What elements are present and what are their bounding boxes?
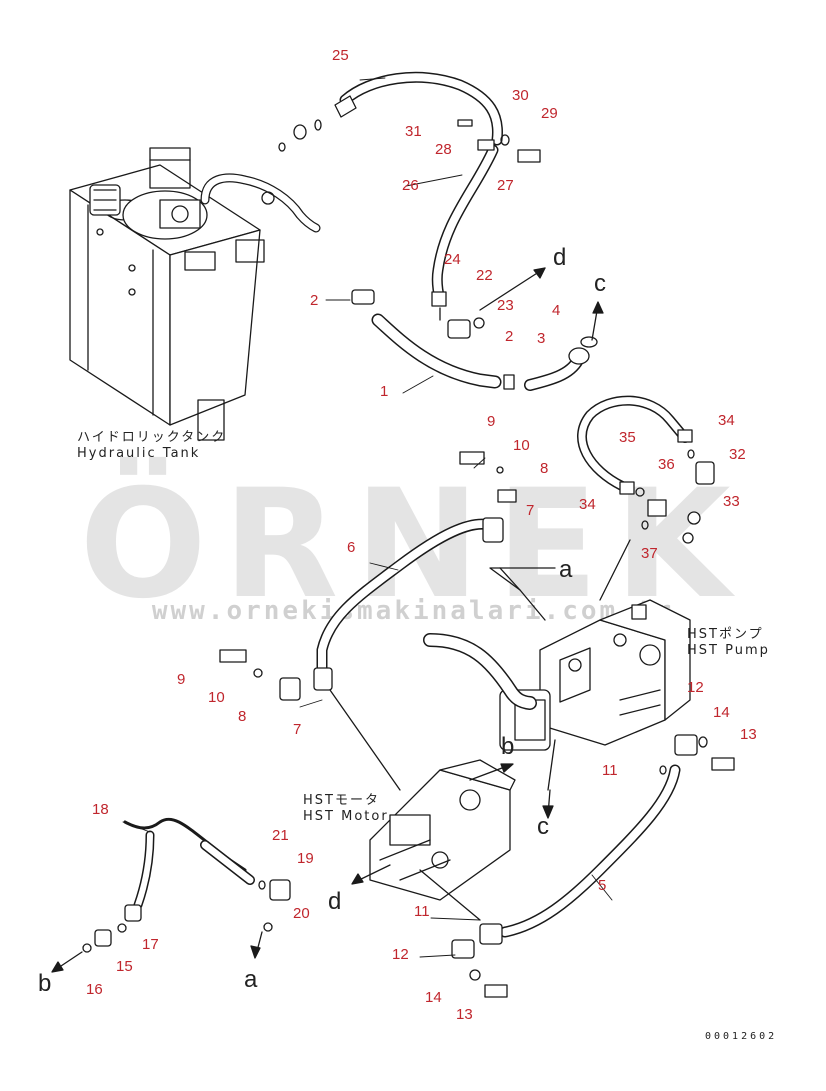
callout-1: 1 bbox=[380, 383, 389, 400]
callout-14-pump: 14 bbox=[713, 704, 730, 721]
callout-13-pump: 13 bbox=[740, 726, 757, 743]
callout-11-motor: 11 bbox=[414, 903, 430, 920]
elbow-3 bbox=[524, 336, 598, 391]
tank-label-en: Hydraulic Tank bbox=[77, 445, 201, 461]
callout-37: 37 bbox=[641, 545, 658, 562]
callout-20: 20 bbox=[293, 905, 310, 922]
callout-10-left: 10 bbox=[208, 689, 225, 706]
callout-28: 28 bbox=[435, 141, 452, 158]
callout-29: 29 bbox=[541, 105, 558, 122]
callout-18: 18 bbox=[92, 801, 109, 818]
callout-4: 4 bbox=[552, 302, 561, 319]
hst-motor bbox=[329, 689, 556, 921]
hose-6 bbox=[219, 451, 517, 701]
callout-13-motor: 13 bbox=[456, 1006, 473, 1023]
callout-22: 22 bbox=[476, 267, 493, 284]
callout-12-pump: 12 bbox=[687, 679, 704, 696]
hose-18 bbox=[82, 817, 291, 953]
callout-15: 15 bbox=[116, 958, 133, 975]
callout-33: 33 bbox=[723, 493, 740, 510]
callout-23: 23 bbox=[497, 297, 514, 314]
callout-2-top: 2 bbox=[310, 292, 319, 309]
hst-pump bbox=[423, 539, 691, 751]
callout-17: 17 bbox=[142, 936, 159, 953]
callout-7-left: 7 bbox=[293, 721, 302, 738]
motor-label: HSTモータ HST Motor bbox=[303, 793, 389, 824]
ref-letter-c-bottom: c bbox=[537, 813, 549, 840]
callout-30: 30 bbox=[512, 87, 529, 104]
ref-letter-a-pump: a bbox=[559, 556, 573, 583]
ref-letter-a-bottom: a bbox=[244, 966, 258, 993]
callout-34-right: 34 bbox=[718, 412, 735, 429]
watermark-brand: ÖRNEK bbox=[79, 458, 747, 632]
callout-31: 31 bbox=[405, 123, 422, 140]
hose-5 bbox=[451, 764, 681, 998]
ref-letter-d-top: d bbox=[553, 244, 567, 271]
callout-25: 25 bbox=[332, 47, 349, 64]
hose-35 bbox=[577, 395, 715, 544]
pump-label-en: HST Pump bbox=[687, 642, 770, 658]
fitting-22 bbox=[439, 307, 485, 339]
fitting-12-pump bbox=[659, 734, 735, 775]
callout-7-top: 7 bbox=[526, 502, 535, 519]
motor-label-en: HST Motor bbox=[303, 808, 389, 824]
callout-11-pump: 11 bbox=[602, 762, 618, 779]
callout-8-left: 8 bbox=[238, 708, 247, 725]
callout-6: 6 bbox=[347, 539, 356, 556]
callout-36: 36 bbox=[658, 456, 675, 473]
pump-label-jp: HSTポンプ bbox=[687, 627, 764, 642]
callout-21: 21 bbox=[272, 827, 289, 844]
callout-5: 5 bbox=[598, 877, 607, 894]
hose-1 bbox=[351, 289, 515, 390]
callout-14-motor: 14 bbox=[425, 989, 442, 1006]
ref-letter-d-bottom: d bbox=[328, 888, 342, 915]
callout-24: 24 bbox=[444, 251, 461, 268]
hose-26 bbox=[431, 119, 541, 307]
callout-35: 35 bbox=[619, 429, 636, 446]
hose-25 bbox=[278, 71, 503, 152]
callout-2-mid: 2 bbox=[505, 328, 514, 345]
callout-9-left: 9 bbox=[177, 671, 186, 688]
callout-3: 3 bbox=[537, 330, 546, 347]
callout-32: 32 bbox=[729, 446, 746, 463]
callout-26: 26 bbox=[402, 177, 419, 194]
reference-arrows bbox=[51, 267, 604, 973]
ref-letter-b-motor: b bbox=[501, 733, 515, 760]
callout-9-top: 9 bbox=[487, 413, 496, 430]
tank-label: ハイドロリックタンク Hydraulic Tank bbox=[77, 430, 226, 461]
tank-label-jp: ハイドロリックタンク bbox=[77, 430, 227, 445]
callout-leaders bbox=[122, 77, 613, 958]
motor-label-jp: HSTモータ bbox=[303, 793, 380, 808]
hydraulic-tank bbox=[69, 147, 321, 441]
callout-12-motor: 12 bbox=[392, 946, 409, 963]
ref-letter-b-bottom: b bbox=[38, 970, 52, 997]
callout-16: 16 bbox=[86, 981, 103, 998]
drawing-code: 00012602 bbox=[705, 1031, 778, 1042]
callout-8-top: 8 bbox=[540, 460, 549, 477]
pump-label: HSTポンプ HST Pump bbox=[687, 627, 770, 658]
callout-10-top: 10 bbox=[513, 437, 530, 454]
ref-letter-c-top: c bbox=[594, 270, 606, 297]
callout-27: 27 bbox=[497, 177, 514, 194]
callout-34-left: 34 bbox=[579, 496, 596, 513]
watermark-url: www.ornekismakinalari.com.tr bbox=[151, 596, 675, 626]
callout-19: 19 bbox=[297, 850, 314, 867]
